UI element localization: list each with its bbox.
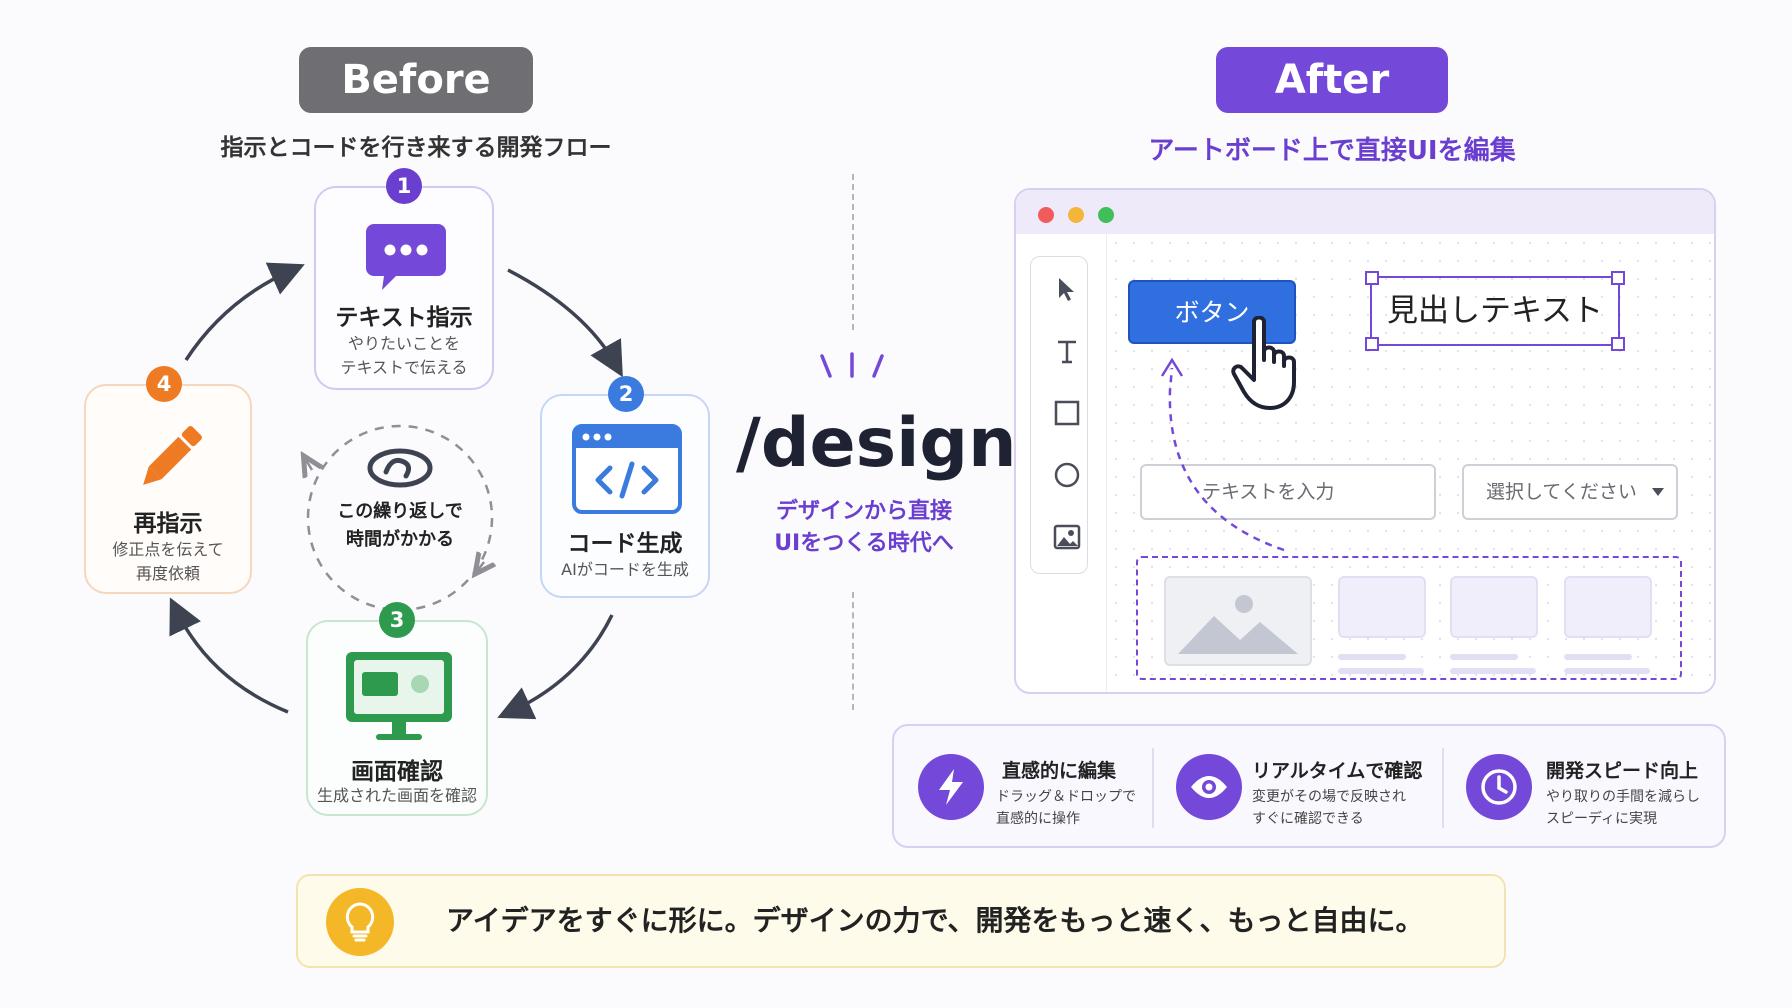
arrow-4-to-1 bbox=[184, 262, 305, 361]
hand-pointer-icon bbox=[1230, 315, 1314, 416]
step-number-badge: 4 bbox=[146, 366, 182, 402]
loop-symbol-icon bbox=[362, 446, 438, 494]
editor-window: ボタン 見出しテキスト テキストを入力 選択してください bbox=[1014, 188, 1716, 694]
card-thumbnail bbox=[1564, 576, 1652, 638]
canvas-button[interactable]: ボタン bbox=[1128, 280, 1296, 344]
step-desc: AIがコードを生成 bbox=[561, 560, 689, 579]
pencil-icon bbox=[130, 418, 210, 502]
lightning-icon bbox=[918, 754, 984, 820]
card-thumbnail bbox=[1338, 576, 1426, 638]
arrow-1-to-2 bbox=[507, 268, 623, 378]
step-card-screen-check: 画面確認 生成された画面を確認 bbox=[306, 620, 488, 816]
pointer-tool-icon[interactable] bbox=[1047, 269, 1087, 309]
step-title: 再指示 bbox=[133, 511, 203, 537]
feature-desc: やり取りの手間を減らし スピーディに実現 bbox=[1546, 789, 1700, 827]
feature-title: 直感的に編集 bbox=[1002, 760, 1117, 782]
feature-separator bbox=[1442, 748, 1444, 828]
center-tagline: デザインから直接 UIをつくる時代へ bbox=[774, 499, 954, 556]
chat-bubble-icon bbox=[364, 222, 448, 298]
chevron-down-icon bbox=[1652, 488, 1664, 496]
card-thumbnail bbox=[1450, 576, 1538, 638]
minimize-dot[interactable] bbox=[1068, 207, 1084, 223]
step-card-code-generation: コード生成 AIがコードを生成 bbox=[540, 394, 710, 598]
step-title: コード生成 bbox=[567, 531, 683, 557]
lightbulb-icon bbox=[326, 888, 394, 956]
footer-banner: アイデアをすぐに形に。デザインの力で、開発をもっと速く、もっと自由に。 bbox=[296, 874, 1506, 968]
before-subtitle: 指示とコードを行き来する開発フロー bbox=[220, 135, 612, 161]
ellipse-tool-icon[interactable] bbox=[1047, 455, 1087, 495]
resize-handle[interactable] bbox=[1365, 337, 1379, 351]
close-dot[interactable] bbox=[1038, 207, 1054, 223]
step-number-badge: 1 bbox=[386, 168, 422, 204]
heading-text: 見出しテキスト bbox=[1386, 293, 1604, 329]
feature-title: 開発スピード向上 bbox=[1546, 760, 1699, 782]
eye-icon bbox=[1176, 754, 1242, 820]
canvas-text-input[interactable]: テキストを入力 bbox=[1140, 464, 1436, 520]
image-tool-icon[interactable] bbox=[1047, 517, 1087, 557]
step-title: 画面確認 bbox=[351, 759, 443, 785]
arrow-2-to-3 bbox=[497, 614, 614, 720]
footer-message: アイデアをすぐに形に。デザインの力で、開発をもっと速く、もっと自由に。 bbox=[446, 904, 1424, 937]
text-line bbox=[1564, 654, 1632, 660]
drop-zone[interactable] bbox=[1136, 556, 1682, 680]
maximize-dot[interactable] bbox=[1098, 207, 1114, 223]
step-desc: 生成された画面を確認 bbox=[316, 786, 477, 805]
feature-desc: ドラッグ＆ドロップで 直感的に操作 bbox=[996, 789, 1136, 827]
divider-bottom bbox=[852, 592, 854, 710]
resize-handle[interactable] bbox=[1611, 337, 1625, 351]
text-line bbox=[1338, 654, 1406, 660]
step-title: テキスト指示 bbox=[335, 305, 473, 331]
drag-path-arrow bbox=[1160, 357, 1285, 552]
code-window-icon bbox=[572, 424, 682, 518]
clock-icon bbox=[1466, 754, 1532, 820]
sparkle-icon bbox=[820, 352, 884, 378]
step-desc: 修正点を伝えて 再度依頼 bbox=[112, 540, 224, 583]
canvas-heading-selected[interactable]: 見出しテキスト bbox=[1365, 271, 1625, 351]
rectangle-tool-icon[interactable] bbox=[1047, 393, 1087, 433]
image-placeholder-icon bbox=[1164, 576, 1312, 666]
window-titlebar bbox=[1016, 190, 1714, 234]
text-tool-icon[interactable] bbox=[1047, 331, 1087, 371]
step-number-badge: 3 bbox=[379, 602, 415, 638]
text-line bbox=[1450, 668, 1536, 674]
resize-handle[interactable] bbox=[1611, 271, 1625, 285]
text-line bbox=[1450, 654, 1518, 660]
tool-palette bbox=[1030, 256, 1088, 574]
design-command: /design bbox=[736, 404, 1017, 483]
features-panel: 直感的に編集 ドラッグ＆ドロップで 直感的に操作 リアルタイムで確認 変更がその… bbox=[892, 724, 1726, 848]
arrow-3-to-4 bbox=[169, 597, 289, 714]
text-line bbox=[1338, 668, 1424, 674]
step-card-re-instruction: 再指示 修正点を伝えて 再度依頼 bbox=[84, 384, 252, 594]
step-desc: やりたいことを テキストで伝える bbox=[340, 334, 468, 377]
divider-top bbox=[852, 174, 854, 330]
canvas-select[interactable]: 選択してください bbox=[1462, 464, 1678, 520]
before-pill: Before bbox=[299, 47, 533, 113]
resize-handle[interactable] bbox=[1365, 271, 1379, 285]
feature-desc: 変更がその場で反映され すぐに確認できる bbox=[1252, 789, 1406, 827]
loop-caption: この繰り返しで 時間がかかる bbox=[337, 501, 463, 550]
monitor-icon bbox=[344, 650, 454, 748]
step-card-text-instruction: テキスト指示 やりたいことを テキストで伝える bbox=[314, 186, 494, 390]
after-pill: After bbox=[1216, 47, 1448, 113]
feature-separator bbox=[1152, 748, 1154, 828]
feature-title: リアルタイムで確認 bbox=[1252, 760, 1423, 782]
after-subtitle: アートボード上で直接UIを編集 bbox=[1148, 136, 1516, 166]
select-placeholder: 選択してください bbox=[1486, 481, 1637, 503]
step-number-badge: 2 bbox=[608, 376, 644, 412]
text-line bbox=[1564, 668, 1650, 674]
